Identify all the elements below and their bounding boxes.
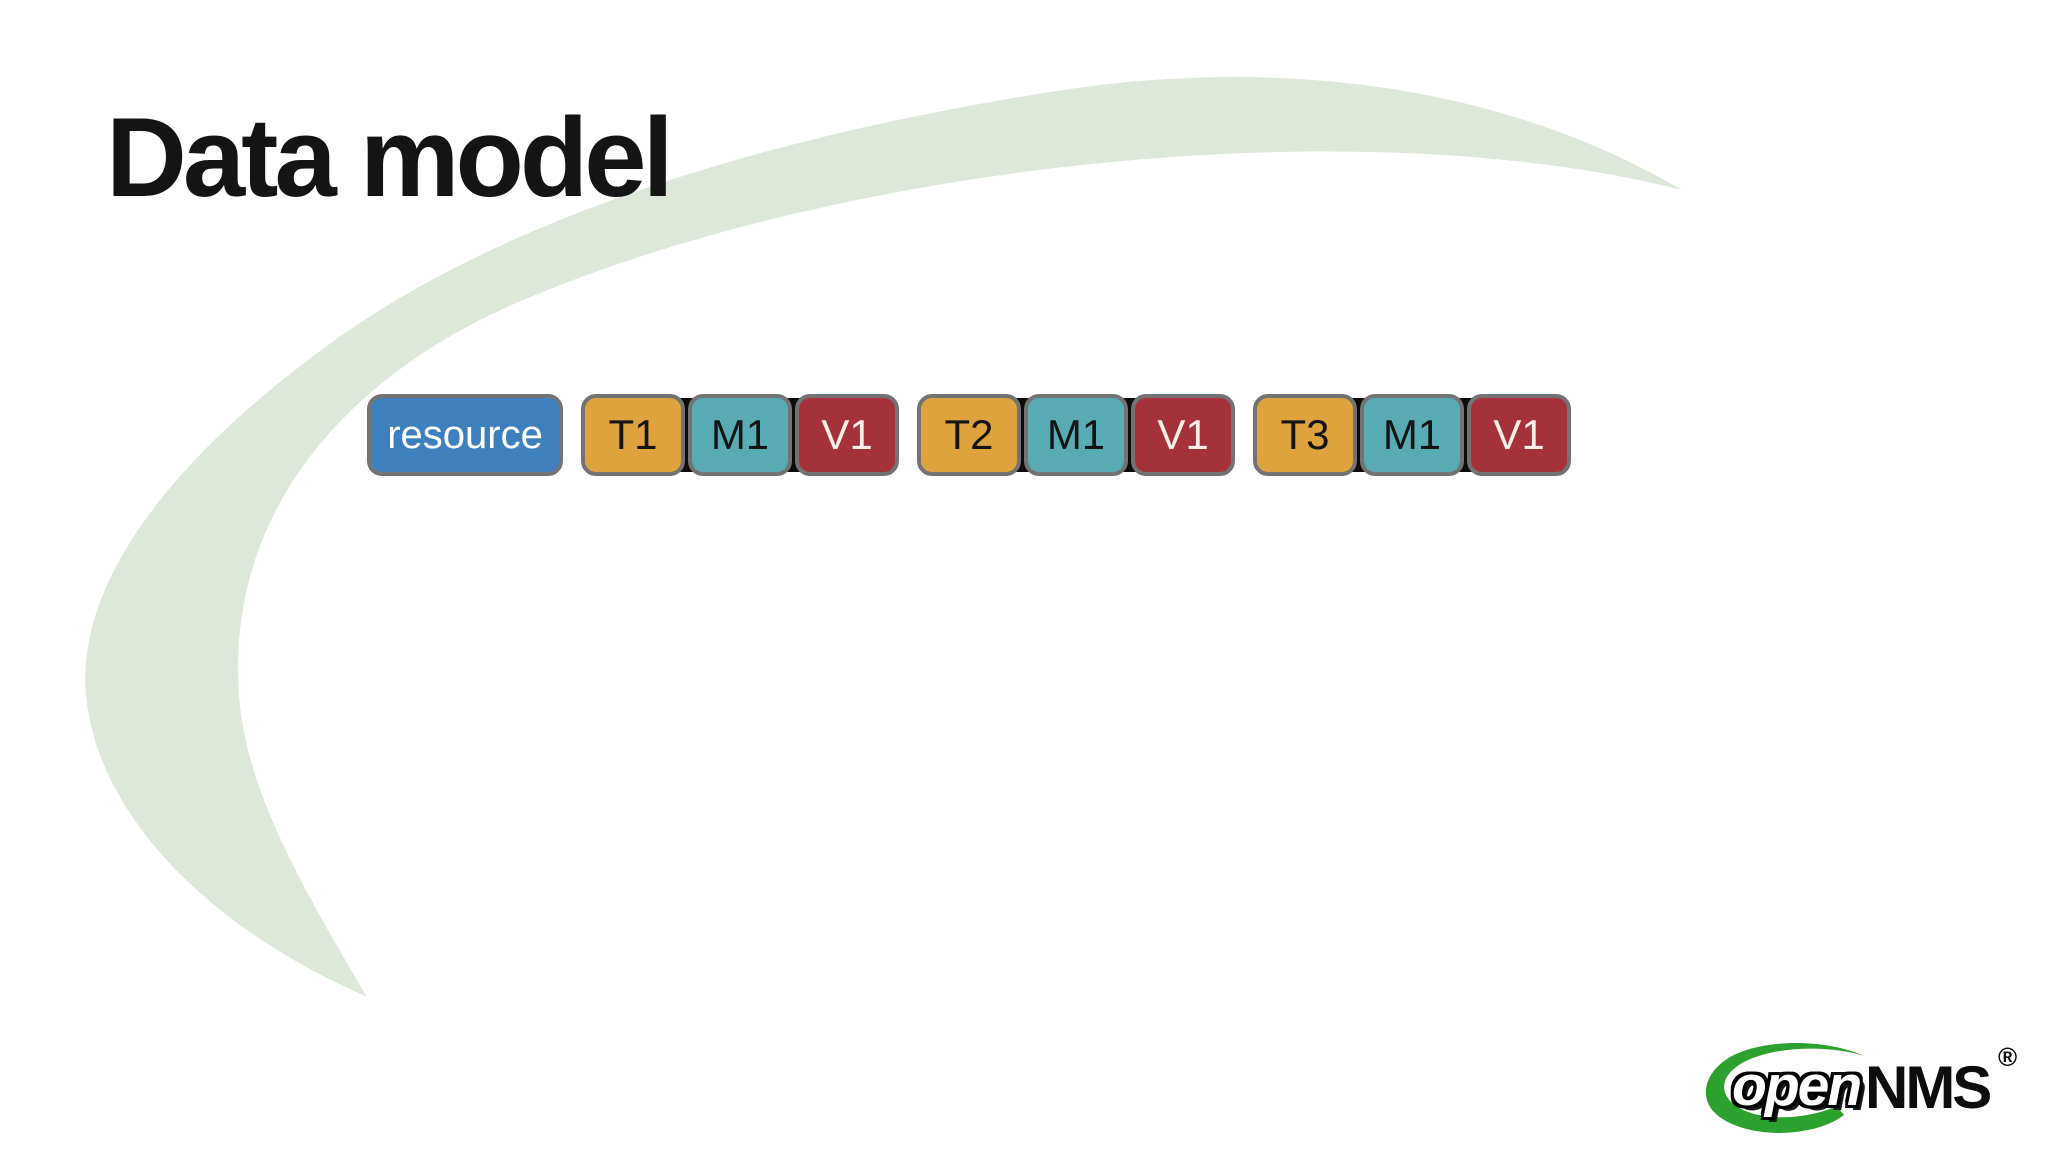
timestamp-box: T1 xyxy=(581,394,685,476)
value-box: V1 xyxy=(795,394,899,476)
value-box: V1 xyxy=(1131,394,1235,476)
sample-group-1: T1 M1 V1 xyxy=(581,394,899,476)
timestamp-box: T3 xyxy=(1253,394,1357,476)
background-swoosh-shape xyxy=(85,76,1683,998)
timestamp-box: T2 xyxy=(917,394,1021,476)
metric-box: M1 xyxy=(688,394,792,476)
resource-box: resource xyxy=(367,394,563,476)
logo-word-nms: NMS xyxy=(1865,1054,1992,1121)
data-model-diagram: resource T1 M1 V1 T2 M1 V1 T3 M1 V1 xyxy=(367,394,1571,476)
sample-group-2: T2 M1 V1 xyxy=(917,394,1235,476)
opennms-logo: open NMS ® xyxy=(1702,1038,2038,1144)
logo-word-open: open xyxy=(1732,1054,1862,1118)
registered-trademark-icon: ® xyxy=(1998,1042,2018,1072)
slide-title: Data model xyxy=(106,95,674,220)
value-box: V1 xyxy=(1467,394,1571,476)
metric-box: M1 xyxy=(1024,394,1128,476)
sample-group-3: T3 M1 V1 xyxy=(1253,394,1571,476)
metric-box: M1 xyxy=(1360,394,1464,476)
